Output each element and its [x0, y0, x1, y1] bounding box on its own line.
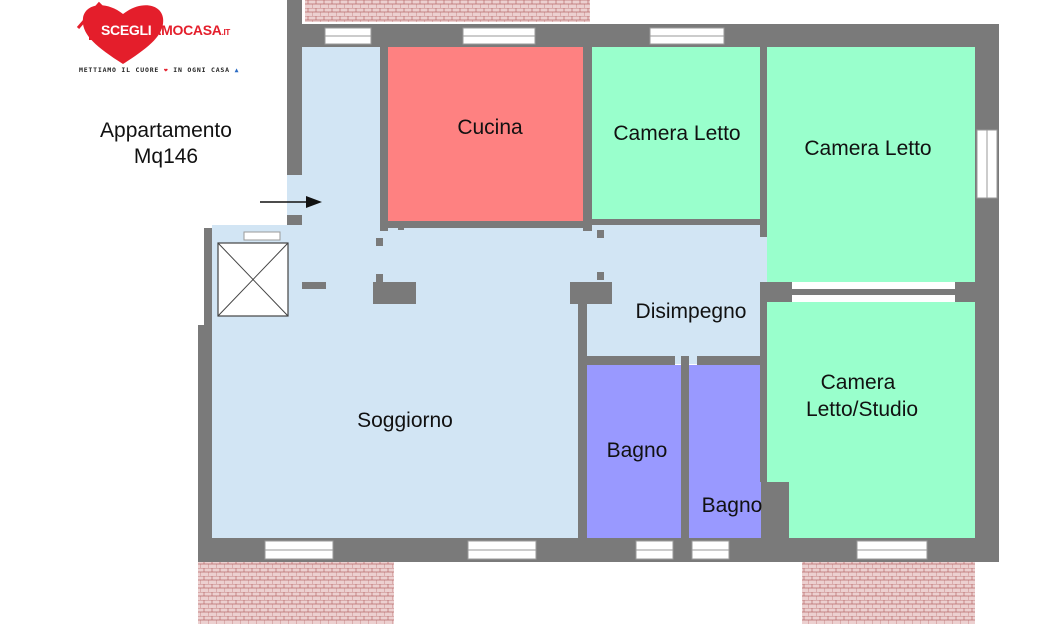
balcony-bottom-right: [802, 562, 975, 624]
tagline-heart-icon: ❤: [163, 66, 169, 74]
room-label-cucina: Cucina: [457, 116, 523, 139]
brand-name-suffix: .IT: [221, 28, 231, 37]
brand-name-part1: SCEGLI: [101, 22, 152, 38]
tagline-house-icon: ▲: [234, 66, 240, 74]
interior-walls: [302, 47, 975, 538]
brand-tagline: METTIAMO IL CUORE ❤ IN OGNI CASA ▲: [79, 66, 239, 74]
room-label-camera1: Camera Letto: [613, 122, 740, 145]
camera2-floor: [767, 47, 975, 282]
room-label-bagno2: Bagno: [702, 494, 763, 517]
camera1-floor: [592, 47, 760, 221]
room-label-disimpegno: Disimpegno: [636, 300, 747, 323]
disimpegno-floor: [587, 222, 767, 364]
brand-name-part2: AMOCASA: [151, 22, 222, 38]
tagline-part2: IN OGNI CASA: [173, 66, 230, 74]
room-label-bagno1: Bagno: [607, 439, 668, 462]
room-label-camera2: Camera Letto: [804, 137, 931, 160]
tagline-part1: METTIAMO IL CUORE: [79, 66, 160, 74]
arrow-icon: [260, 196, 322, 208]
room-label-camera-studio-1: Camera: [821, 371, 896, 394]
listing-size: Mq146: [133, 145, 199, 168]
balcony-bottom-left: [198, 562, 394, 624]
listing-caption: Appartamento Mq146: [62, 118, 270, 170]
elevator-shaft-icon: [217, 242, 289, 317]
room-label-soggiorno: Soggiorno: [357, 409, 453, 432]
bagno2-floor: [689, 365, 761, 538]
hall-floor: [302, 47, 380, 247]
listing-type: Appartamento: [100, 119, 232, 142]
brand-logo: SCEGLIAMOCASA.IT METTIAMO IL CUORE ❤ IN …: [75, 0, 265, 80]
balcony-top: [305, 0, 590, 22]
house-icon: [76, 1, 164, 64]
bagno1-floor: [587, 365, 681, 538]
room-label-camera-studio-2: Letto/Studio: [806, 398, 918, 421]
cucina-floor: [388, 47, 583, 221]
camera-studio-floor: [767, 302, 975, 538]
